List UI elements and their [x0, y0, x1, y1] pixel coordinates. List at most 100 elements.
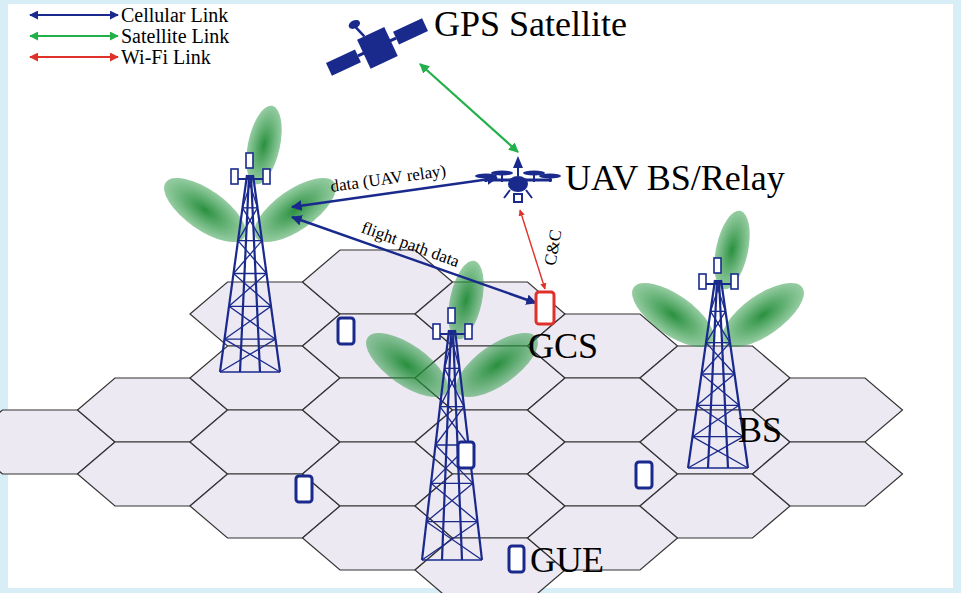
tower-brace — [711, 311, 726, 312]
cell-hexagon — [753, 442, 903, 506]
tower-brace — [711, 311, 731, 342]
antenna-panel — [731, 274, 738, 289]
tower-brace — [234, 274, 272, 307]
tower-brace — [220, 371, 280, 372]
legend-text: Cellular Link — [121, 5, 228, 25]
tower-brace — [440, 368, 460, 406]
legend-text: Wi-Fi Link — [121, 47, 211, 67]
tower-brace — [422, 522, 478, 560]
antenna-lobe — [240, 103, 288, 188]
base-station-tower — [154, 103, 346, 372]
labelled-node: GPS Satellite — [322, 2, 631, 88]
tower-brace — [238, 240, 262, 241]
tower-brace — [427, 522, 483, 560]
tower-brace — [436, 407, 465, 445]
tower-brace — [697, 405, 739, 406]
drone-mast — [517, 168, 519, 176]
legend-sample — [30, 35, 118, 37]
base-station-tower — [356, 258, 548, 560]
tower-brace — [234, 273, 267, 274]
satellite-dish — [347, 18, 361, 30]
tower-brace — [422, 559, 482, 560]
tower-brace — [427, 483, 474, 521]
rotor-shaft — [501, 173, 503, 182]
tower-brace — [697, 405, 744, 436]
labelled-node: GCS — [528, 290, 602, 366]
tower-brace — [449, 330, 460, 368]
satellite-body — [357, 27, 398, 69]
rotor-shaft — [549, 176, 551, 182]
drone-camera — [514, 194, 522, 202]
tower-brace — [220, 339, 276, 372]
node-label: UAV BS/Relay — [565, 160, 785, 196]
gcs-phone — [536, 292, 554, 324]
base-station-tower — [622, 208, 814, 468]
node-label: GUE — [530, 542, 604, 578]
antenna-panel — [231, 169, 238, 184]
tower-brace — [238, 208, 258, 241]
tower-brace — [431, 483, 473, 484]
drone-body — [508, 176, 528, 192]
tower-brace — [440, 406, 464, 407]
solar-panel — [326, 50, 361, 76]
user-phone — [338, 318, 354, 344]
tower-brace — [234, 241, 263, 274]
tower-brace — [431, 483, 478, 521]
antenna-panel — [714, 258, 721, 273]
tower-brace — [706, 342, 730, 343]
tower-brace — [688, 467, 748, 468]
legend-text: Satellite Link — [121, 26, 229, 46]
tower-brace — [445, 368, 460, 369]
tower-brace — [445, 330, 456, 368]
satellite-icon — [322, 2, 432, 85]
tower-brace — [693, 436, 744, 437]
user-phone — [636, 462, 652, 488]
tower-brace — [238, 241, 267, 274]
tower-brace — [697, 374, 735, 405]
user-phone — [296, 476, 312, 502]
antenna-arm — [234, 178, 266, 180]
antenna-panel — [448, 308, 455, 323]
tower-brace — [702, 343, 731, 374]
tower-brace — [693, 405, 740, 436]
node-label: GCS — [528, 328, 598, 364]
tower-brace — [706, 343, 735, 374]
tower-brace — [702, 373, 735, 374]
tower-brace — [225, 339, 281, 372]
legend-sample — [30, 56, 118, 58]
canvas-ground — [8, 4, 953, 588]
tower-brace — [229, 306, 271, 307]
drone-antenna — [513, 156, 523, 168]
tower-brace — [702, 374, 740, 405]
antenna-panel — [433, 324, 440, 339]
drone-icon — [475, 156, 561, 202]
user-phone — [458, 442, 474, 468]
antenna-panel — [246, 153, 253, 168]
tower-brace — [229, 274, 267, 307]
node-label: BS — [738, 412, 782, 448]
tower-brace — [445, 368, 465, 406]
antenna-lobe — [442, 258, 490, 343]
tower-brace — [706, 311, 726, 342]
tower-brace — [427, 521, 478, 522]
tower-brace — [243, 208, 263, 241]
rotor-shaft — [485, 176, 487, 182]
tower-brace — [243, 207, 258, 208]
tower-brace — [688, 437, 744, 468]
node-label: GPS Satellite — [434, 6, 627, 42]
tower-brace — [225, 339, 276, 340]
antenna-panel — [465, 324, 472, 339]
tower-brace — [440, 407, 469, 445]
antenna-lobe — [708, 208, 756, 293]
tower-brace — [229, 306, 276, 339]
antenna-panel — [263, 169, 270, 184]
link-connector — [420, 64, 518, 152]
gue-phone — [509, 546, 524, 572]
labelled-node: GUE — [506, 540, 608, 580]
link-connector — [520, 210, 545, 289]
antenna-panel — [699, 274, 706, 289]
solar-panel — [393, 18, 428, 44]
